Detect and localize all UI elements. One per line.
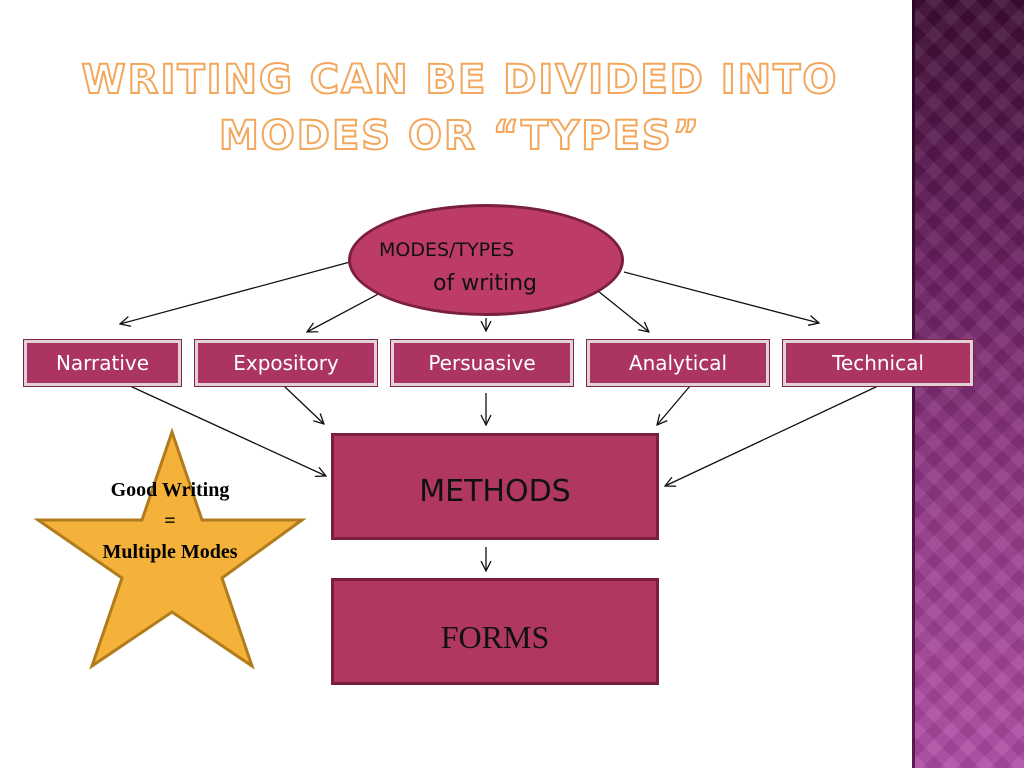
arrow-oval-to-narrative	[120, 261, 351, 324]
mode-box-technical: Technical	[782, 339, 974, 387]
title-line-1: Writing can be divided into	[81, 56, 839, 104]
oval-label-line-1: MODES/TYPES	[379, 239, 515, 261]
arrow-technical-to-methods	[665, 385, 879, 486]
mode-box-persuasive: Persuasive	[390, 339, 574, 387]
arrow-expository-to-methods	[283, 385, 324, 424]
arrow-oval-to-technical	[623, 271, 819, 323]
arrow-narrative-to-methods	[129, 385, 326, 476]
arrow-oval-to-analytical	[597, 290, 649, 332]
oval-label-line-2: of writing	[433, 271, 537, 296]
modes-types-oval: MODES/TYPES of writing	[348, 204, 624, 316]
star-text-line-3: Multiple Modes	[102, 541, 238, 563]
methods-label: METHODS	[419, 474, 571, 509]
mode-box-narrative: Narrative	[23, 339, 182, 387]
star-text-line-1: Good Writing	[110, 479, 230, 501]
star-shape	[34, 428, 306, 670]
mode-box-analytical: Analytical	[586, 339, 770, 387]
star-text-line-2: =	[164, 510, 176, 532]
methods-box: METHODS	[331, 433, 659, 540]
arrow-analytical-to-methods	[657, 385, 691, 425]
arrow-oval-to-expository	[307, 290, 385, 332]
forms-label: FORMS	[440, 619, 550, 655]
forms-box: FORMS	[331, 578, 659, 685]
slide-title: Writing can be divided into Modes or “Ty…	[60, 52, 860, 164]
mode-box-expository: Expository	[194, 339, 378, 387]
title-line-2: Modes or “Types”	[218, 112, 702, 160]
